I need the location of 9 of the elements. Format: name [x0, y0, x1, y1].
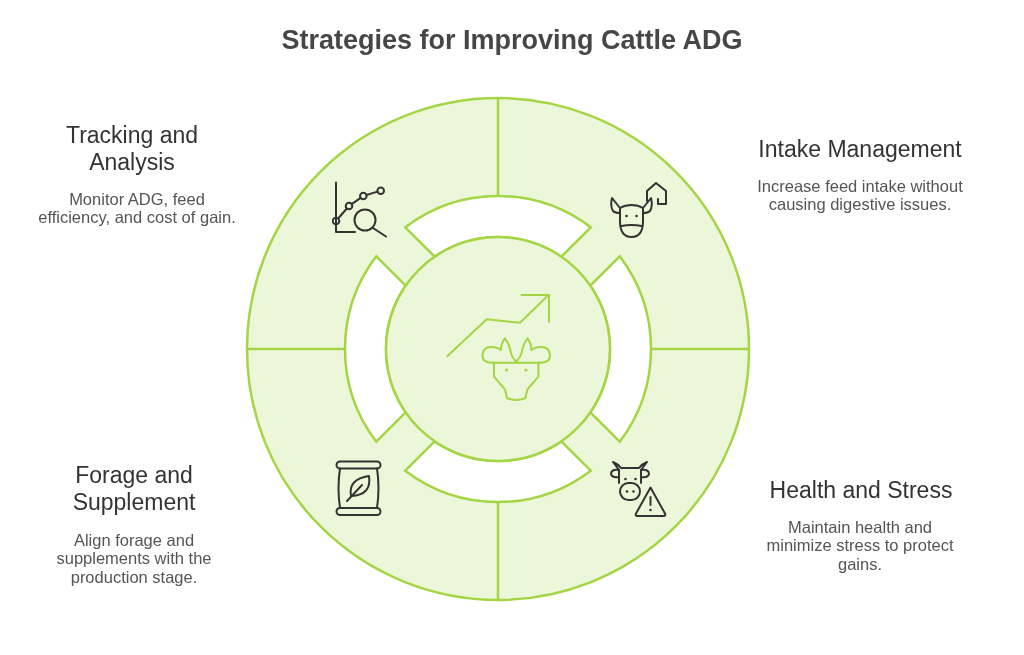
- strategy-description: Monitor ADG, feed efficiency, and cost of gain.: [37, 189, 237, 227]
- strategy-heading: Health and Stress: [768, 476, 954, 504]
- strategy-heading: Forage and Supplement: [71, 461, 197, 516]
- diagram-title: Strategies for Improving Cattle ADG: [280, 24, 744, 57]
- strategy-heading: Tracking and Analysis: [64, 121, 200, 176]
- strategy-heading: Intake Management: [757, 135, 963, 163]
- strategy-description: Maintain health and minimize stress to protect gains.: [765, 517, 955, 574]
- strategy-description: Align forage and supplements with the production stage.: [55, 530, 213, 587]
- strategy-description: Increase feed intake without causing digestive issues.: [756, 176, 964, 214]
